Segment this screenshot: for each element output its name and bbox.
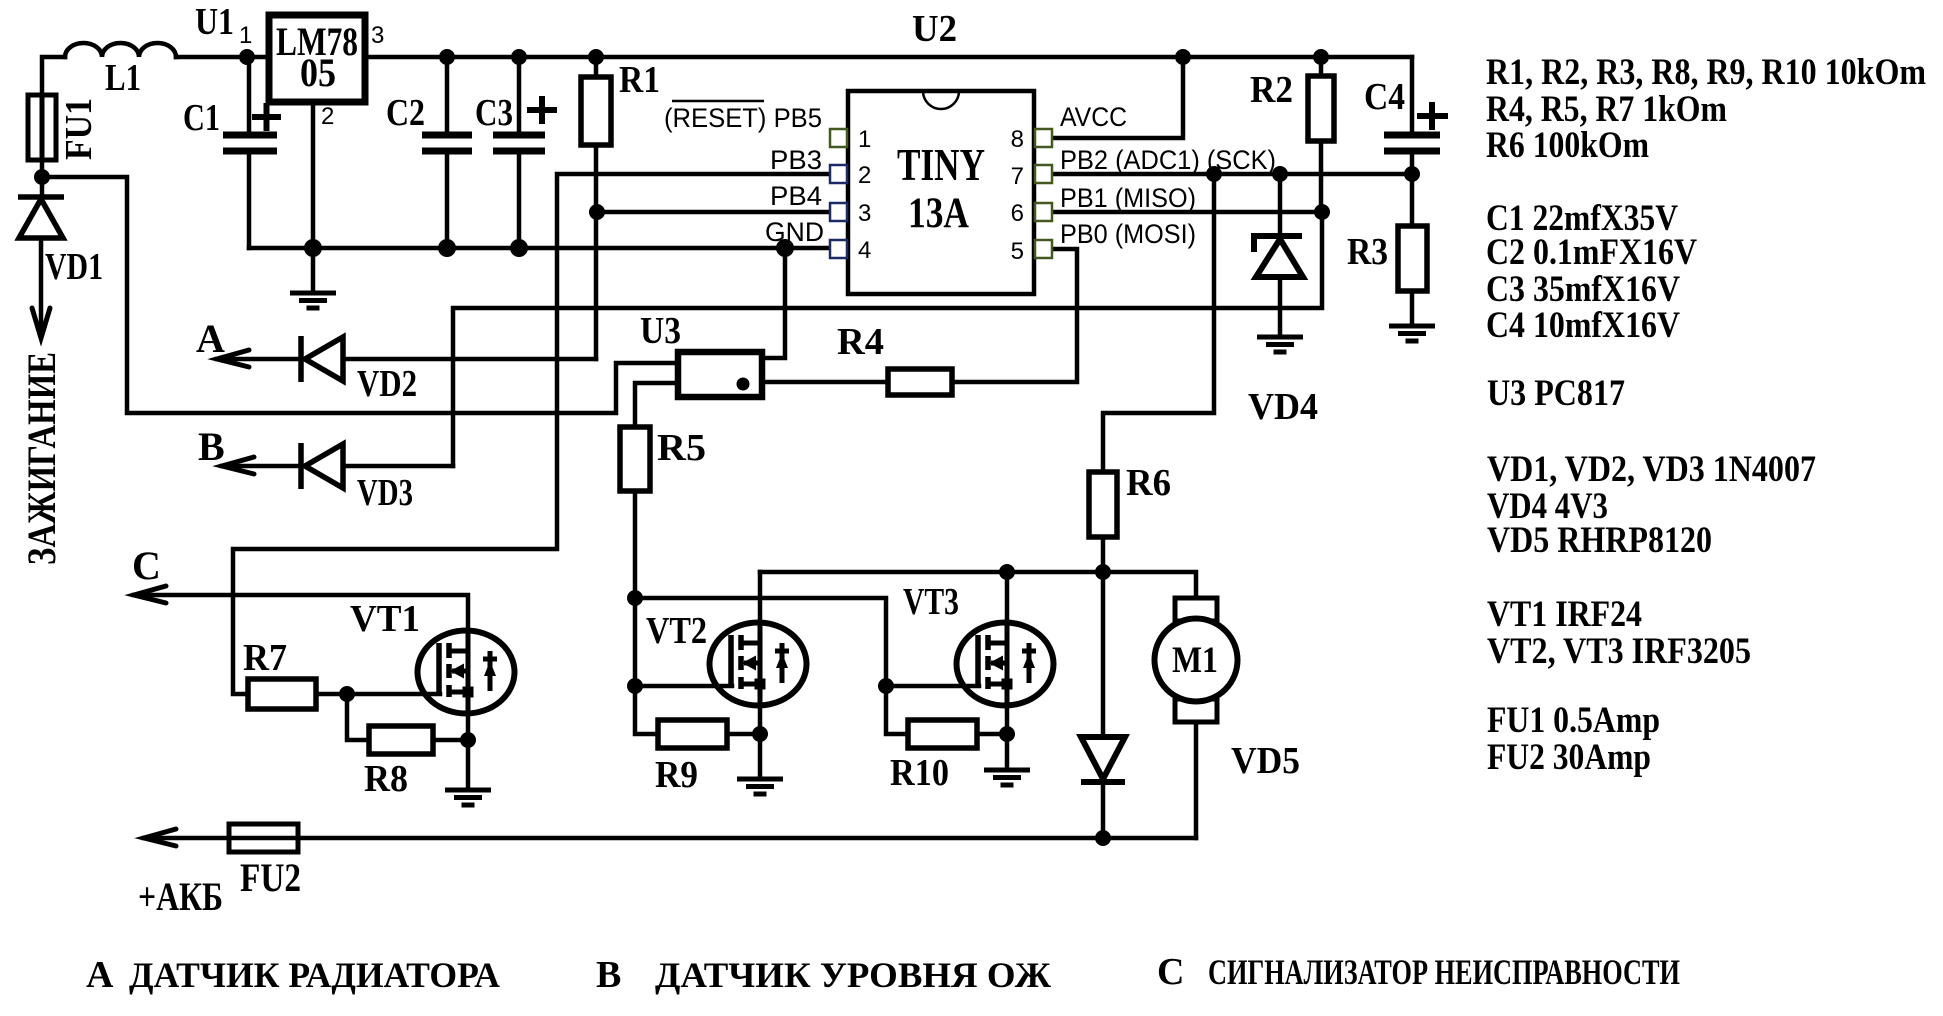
- svg-text:R4, R5, R7 1kOm: R4, R5, R7 1kOm: [1486, 89, 1727, 130]
- svg-text:FU1 0.5Amp: FU1 0.5Amp: [1487, 700, 1660, 741]
- svg-text:R6 100kOm: R6 100kOm: [1486, 125, 1649, 166]
- svg-text:VD3: VD3: [357, 472, 413, 514]
- svg-text:13A: 13A: [908, 190, 969, 237]
- svg-text:(RESET) PB5: (RESET) PB5: [664, 103, 822, 133]
- svg-text:А: А: [196, 316, 225, 361]
- svg-text:R7: R7: [243, 637, 287, 679]
- svg-text:VD5 RHRP8120: VD5 RHRP8120: [1487, 520, 1712, 561]
- svg-text:3: 3: [371, 22, 384, 49]
- svg-text:PB4: PB4: [770, 181, 822, 211]
- svg-text:U1: U1: [195, 1, 234, 43]
- svg-text:VD4 4V3: VD4 4V3: [1487, 486, 1608, 527]
- svg-text:3: 3: [858, 200, 871, 227]
- svg-text:С: С: [132, 543, 161, 588]
- svg-text:05: 05: [300, 50, 336, 95]
- svg-text:U2: U2: [912, 8, 957, 50]
- svg-text:L1: L1: [105, 57, 141, 99]
- svg-text:VT3: VT3: [903, 581, 959, 623]
- svg-text:VD2: VD2: [357, 363, 417, 405]
- svg-text:LM78: LM78: [276, 19, 358, 64]
- svg-text:+АКБ: +АКБ: [138, 874, 223, 919]
- svg-text:FU2 30Amp: FU2 30Amp: [1487, 737, 1651, 778]
- svg-text:R3: R3: [1347, 231, 1388, 273]
- svg-text:R1, R2, R3, R8, R9, R10 10kOm: R1, R2, R3, R8, R9, R10 10kOm: [1486, 52, 1926, 93]
- svg-text:C1 22mfX35V: C1 22mfX35V: [1486, 198, 1678, 239]
- svg-text:VT1: VT1: [350, 598, 420, 640]
- svg-text:7: 7: [1011, 163, 1024, 190]
- svg-text:1: 1: [239, 22, 252, 49]
- svg-text:R1: R1: [619, 59, 660, 101]
- svg-text:В: В: [198, 424, 225, 469]
- svg-text:5: 5: [1011, 238, 1024, 265]
- svg-text:PB1 (MISO): PB1 (MISO): [1060, 183, 1196, 213]
- svg-text:R8: R8: [364, 758, 408, 800]
- svg-text:СИГНАЛИЗАТОР НЕИСПРАВНОСТИ: СИГНАЛИЗАТОР НЕИСПРАВНОСТИ: [1208, 952, 1680, 992]
- svg-text:PB0 (MOSI): PB0 (MOSI): [1060, 219, 1196, 249]
- svg-text:ДАТЧИК РАДИАТОРА: ДАТЧИК РАДИАТОРА: [129, 955, 500, 995]
- svg-text:С: С: [1157, 951, 1184, 993]
- svg-text:U3: U3: [640, 310, 681, 352]
- svg-text:1: 1: [858, 126, 871, 153]
- svg-text:PB3: PB3: [770, 145, 822, 175]
- svg-text:2: 2: [858, 162, 871, 189]
- svg-text:FU2: FU2: [240, 855, 301, 900]
- svg-text:ЗАЖИГАНИЕ: ЗАЖИГАНИЕ: [19, 352, 64, 565]
- svg-text:VD1, VD2, VD3 1N4007: VD1, VD2, VD3 1N4007: [1487, 449, 1816, 490]
- svg-text:C4: C4: [1364, 76, 1405, 118]
- svg-text:C3 35mfX16V: C3 35mfX16V: [1486, 269, 1680, 310]
- svg-text:В: В: [596, 954, 621, 996]
- svg-text:M1: M1: [1172, 640, 1218, 681]
- svg-text:R9: R9: [655, 754, 698, 796]
- svg-text:R10: R10: [890, 752, 949, 794]
- svg-text:C3: C3: [475, 92, 513, 134]
- svg-text:2: 2: [321, 103, 334, 130]
- svg-text:PB2 (ADC1) (SCK): PB2 (ADC1) (SCK): [1060, 145, 1276, 175]
- svg-text:VT2: VT2: [646, 610, 707, 652]
- svg-text:C1: C1: [183, 97, 220, 139]
- svg-text:C2: C2: [386, 92, 425, 134]
- svg-text:R4: R4: [837, 321, 884, 363]
- svg-text:R2: R2: [1250, 69, 1293, 111]
- svg-text:VD4: VD4: [1248, 386, 1318, 428]
- svg-text:6: 6: [1011, 200, 1024, 227]
- svg-text:VT1 IRF24: VT1 IRF24: [1487, 594, 1642, 635]
- svg-text:VD1: VD1: [45, 246, 103, 288]
- svg-text:VT2, VT3 IRF3205: VT2, VT3 IRF3205: [1487, 631, 1751, 672]
- svg-text:ДАТЧИК УРОВНЯ ОЖ: ДАТЧИК УРОВНЯ ОЖ: [655, 955, 1051, 995]
- svg-text:U3 PC817: U3 PC817: [1487, 373, 1625, 414]
- svg-text:AVCC: AVCC: [1060, 102, 1127, 132]
- svg-text:TINY: TINY: [897, 139, 985, 190]
- svg-text:GND: GND: [765, 217, 824, 247]
- svg-text:8: 8: [1011, 126, 1024, 153]
- svg-text:C4 10mfX16V: C4 10mfX16V: [1486, 305, 1680, 346]
- svg-text:R5: R5: [657, 427, 706, 469]
- svg-text:4: 4: [858, 237, 871, 264]
- svg-text:FU1: FU1: [58, 98, 100, 160]
- svg-text:VD5: VD5: [1231, 740, 1300, 782]
- svg-text:А: А: [86, 954, 114, 996]
- svg-text:R6: R6: [1126, 462, 1171, 504]
- svg-text:C2 0.1mFX16V: C2 0.1mFX16V: [1486, 232, 1697, 273]
